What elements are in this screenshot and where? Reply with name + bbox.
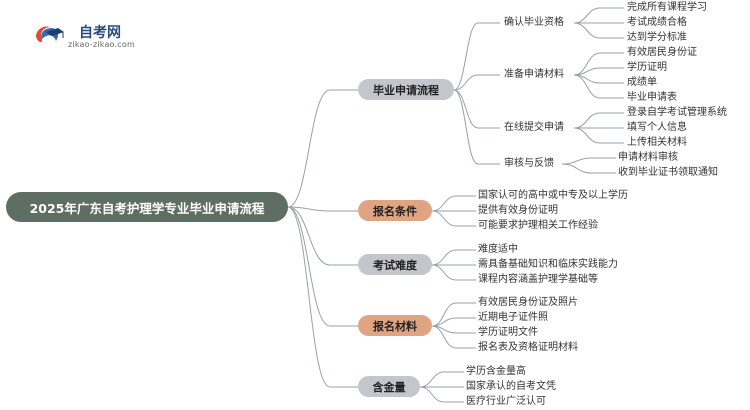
connector [561, 157, 593, 165]
connector [561, 163, 593, 174]
leaf-item: 课程内容涵盖护理学基础等 [478, 274, 598, 285]
leaf-item: 近期电子证件照 [478, 312, 548, 323]
connector [573, 112, 601, 129]
graduation-cap-icon [36, 26, 64, 43]
connector [431, 210, 457, 227]
leaf-item: 学历证明 [627, 62, 667, 73]
logo-url: zikao-zikao.com [68, 40, 135, 49]
leaf-item: 学历证明文件 [478, 327, 538, 338]
leaf-item: 达到学分标准 [627, 32, 687, 43]
connector [453, 74, 479, 91]
connector [453, 22, 479, 91]
leaf-item: 完成所有课程学习 [627, 2, 707, 13]
connector [419, 371, 445, 388]
connector [573, 74, 601, 99]
connector [287, 206, 331, 388]
leaf-item: 难度适中 [478, 244, 518, 255]
branch-exam-difficulty: 考试难度 [358, 254, 432, 275]
connector [453, 89, 479, 165]
subsection-label: 确认毕业资格 [504, 17, 564, 28]
connector [431, 264, 457, 281]
leaf-item: 学历含金量高 [466, 366, 526, 377]
leaf-item: 考试成绩合格 [627, 17, 687, 28]
subsection-label: 在线提交申请 [504, 122, 564, 133]
branch-graduation-process: 毕业申请流程 [358, 79, 454, 100]
leaf-item: 成绩单 [627, 77, 657, 88]
leaf-item: 需具备基础知识和临床实践能力 [478, 259, 618, 270]
leaf-item: 医疗行业广泛认可 [466, 396, 546, 407]
branch-value: 含金量 [358, 376, 420, 397]
leaf-item: 可能要求护理相关工作经验 [478, 220, 598, 231]
connector [419, 386, 445, 403]
branch-registration-conditions: 报名条件 [358, 200, 432, 221]
connector [287, 206, 331, 212]
connector [573, 7, 601, 24]
connector [573, 127, 601, 144]
leaf-item: 有效居民身份证及照片 [478, 297, 578, 308]
leaf-item: 收到毕业证书领取通知 [618, 167, 718, 178]
leaf-item: 登录自学考试管理系统 [627, 107, 727, 118]
connector [573, 22, 601, 39]
connector [287, 206, 331, 327]
leaf-item: 申请材料审核 [618, 152, 678, 163]
connector [287, 89, 331, 208]
subsection-label: 准备申请材料 [504, 69, 564, 80]
branch-registration-materials: 报名材料 [358, 315, 432, 336]
leaf-item: 报名表及资格证明材料 [478, 342, 578, 353]
connector [287, 206, 331, 266]
subsection-label: 审核与反馈 [504, 158, 554, 169]
leaf-item: 国家承认的自考文凭 [466, 381, 556, 392]
connector [431, 249, 457, 266]
leaf-item: 毕业申请表 [627, 92, 677, 103]
connector [453, 89, 479, 129]
root-node: 2025年广东自考护理学专业毕业申请流程 [6, 192, 288, 222]
connector [431, 195, 457, 212]
leaf-item: 国家认可的高中或中专及以上学历 [478, 190, 628, 201]
leaf-item: 填写个人信息 [627, 122, 687, 133]
leaf-item: 提供有效身份证明 [478, 205, 558, 216]
leaf-item: 有效居民身份证 [627, 47, 697, 58]
connector [431, 325, 457, 349]
logo-title: 自考网 [79, 25, 121, 41]
leaf-item: 上传相关材料 [627, 137, 687, 148]
